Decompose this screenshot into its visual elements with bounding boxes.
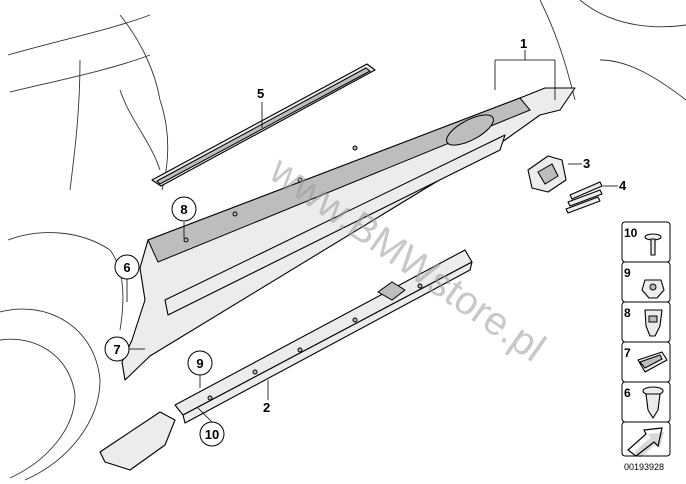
legend-item-6: 6 (621, 381, 671, 423)
svg-text:10: 10 (624, 226, 638, 240)
callout-6: 6 (114, 254, 140, 280)
svg-text:7: 7 (113, 342, 120, 357)
svg-text:9: 9 (624, 266, 631, 280)
svg-text:6: 6 (123, 260, 130, 275)
legend-item-9: 9 (621, 261, 671, 303)
legend-item-7: 7 (621, 341, 671, 383)
screw-icon (644, 233, 662, 256)
clip-icon (644, 309, 663, 337)
arrow-icon (627, 427, 664, 458)
legend-item-10: 10 (621, 221, 671, 263)
callout-10: 10 (199, 421, 225, 447)
callout-9: 9 (187, 350, 213, 376)
callout-7: 7 (104, 336, 130, 362)
callout-1: 1 (520, 36, 527, 51)
svg-text:7: 7 (624, 346, 631, 360)
svg-text:8: 8 (180, 202, 187, 217)
svg-text:6: 6 (624, 386, 631, 400)
callout-5: 5 (257, 86, 264, 101)
document-number: 00193928 (624, 462, 664, 472)
svg-text:9: 9 (196, 356, 203, 371)
clip-strips (565, 181, 603, 214)
legend-footer (621, 421, 671, 458)
legend-panel: 10 9 8 7 (621, 221, 671, 458)
svg-text:8: 8 (624, 306, 631, 320)
bracket-part (527, 155, 567, 193)
svg-text:10: 10 (205, 427, 219, 442)
callout-4: 4 (619, 178, 627, 193)
nut-icon (641, 279, 665, 299)
callout-8: 8 (171, 196, 197, 222)
side-skirt (121, 87, 576, 381)
expanding-rivet-icon (642, 386, 664, 419)
legend-item-8: 8 (621, 301, 671, 343)
callout-3: 3 (583, 156, 590, 171)
leader-lines (126, 50, 618, 423)
callout-2: 2 (263, 400, 270, 415)
support-rail (99, 249, 473, 471)
sill-trim-strip (151, 63, 376, 187)
pad-icon (637, 351, 668, 373)
